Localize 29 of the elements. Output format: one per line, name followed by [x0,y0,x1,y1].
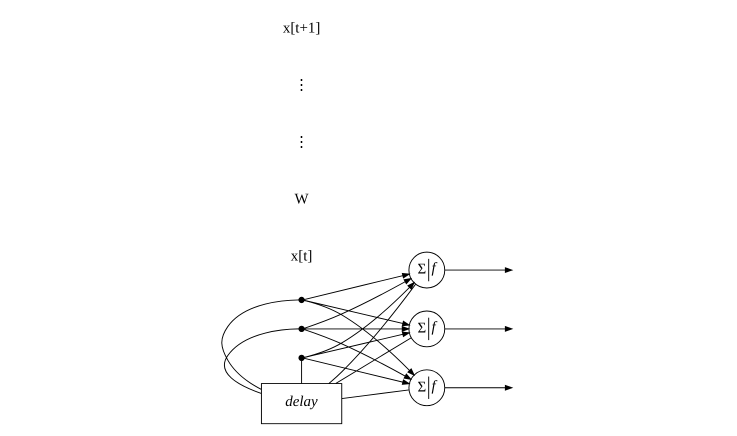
arrow [304,332,411,358]
connector [301,360,302,384]
arrow [304,282,416,358]
arrow [304,326,410,332]
arrow [444,326,514,332]
node-circle [298,296,305,304]
label: ⋮ [294,134,310,151]
connector [328,284,416,384]
arrow [304,329,412,380]
arrow [444,384,514,391]
connector [335,337,412,384]
arrow [444,267,514,274]
connector [224,328,300,394]
arrow [304,300,411,326]
label: x[t+1] [282,20,320,37]
arrow [304,358,411,385]
label: x[t] [290,248,312,265]
node-circle [298,326,305,332]
label: W [294,192,309,208]
arrow [304,272,411,300]
node-circle: Σ f [408,252,446,288]
node-box: delay [260,383,342,424]
connector [341,389,410,400]
connector [221,299,300,390]
node-circle [298,354,305,362]
arrow [304,300,416,376]
label: ⋮ [294,78,310,94]
node-circle: Σ f [408,310,446,348]
arrow [304,278,412,329]
